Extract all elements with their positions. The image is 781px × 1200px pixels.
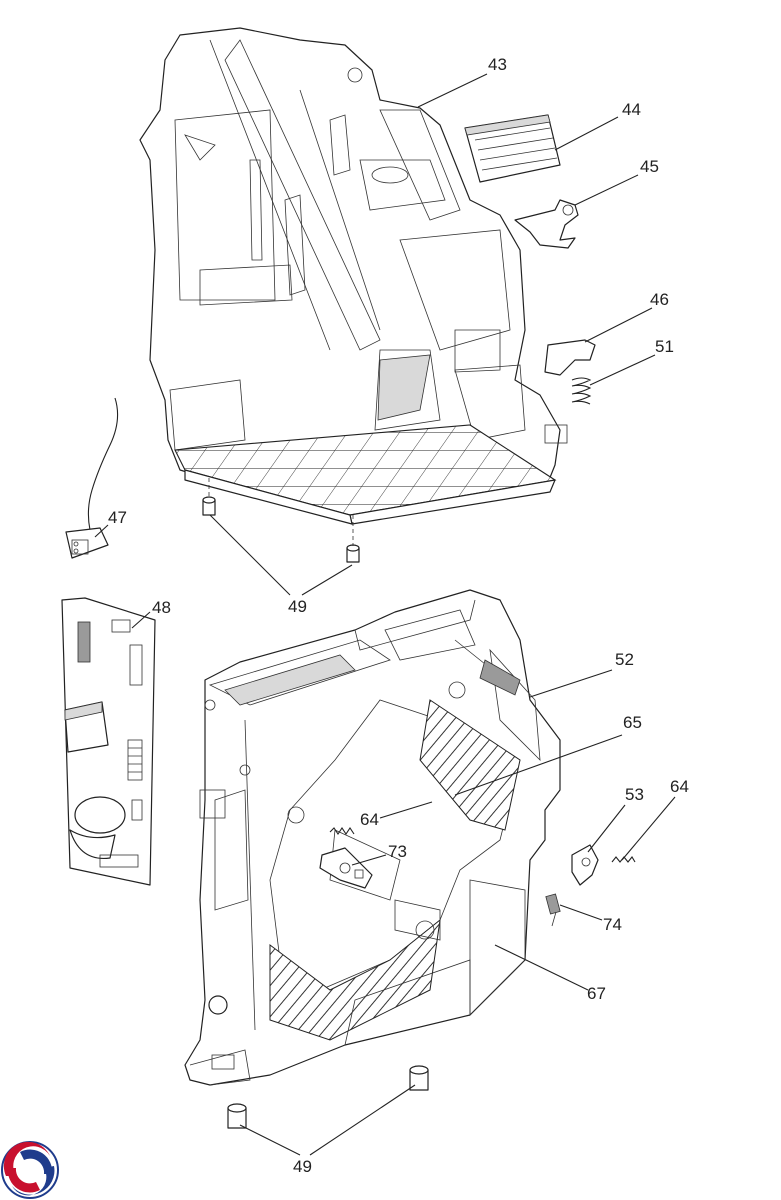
screw-part-74 — [545, 893, 561, 927]
foot-parts-49-bottom — [227, 1065, 429, 1129]
lever-part-45 — [514, 199, 579, 249]
callout-73: 73 — [388, 842, 407, 861]
bracket-part-73 — [319, 847, 373, 889]
callout-51: 51 — [655, 337, 674, 356]
callout-49-top: 49 — [288, 597, 307, 616]
callout-43: 43 — [488, 55, 507, 74]
callout-46: 46 — [650, 290, 669, 309]
sensor-part-47 — [65, 397, 119, 559]
latch-part-53 — [571, 844, 599, 886]
callout-67: 67 — [587, 984, 606, 1003]
callout-47: 47 — [108, 508, 127, 527]
foot-parts-49-top — [202, 478, 360, 563]
callout-64-right: 64 — [670, 777, 689, 796]
callout-52: 52 — [615, 650, 634, 669]
bracket-part-46 — [544, 339, 596, 376]
callout-44: 44 — [622, 100, 641, 119]
callout-74: 74 — [603, 915, 622, 934]
upper-housing-43 — [139, 27, 568, 525]
callout-65: 65 — [623, 713, 642, 732]
lower-frame-67 — [184, 589, 561, 1086]
callout-48: 48 — [152, 598, 171, 617]
callout-64-left: 64 — [360, 810, 379, 829]
callout-45: 45 — [640, 157, 659, 176]
spring-part-51 — [571, 377, 592, 405]
brand-swirl-logo — [1, 1141, 59, 1199]
spring-part-64-left — [329, 827, 355, 835]
circuit-board-part-48 — [61, 597, 156, 886]
cover-part-44 — [464, 114, 561, 183]
callout-49-bottom: 49 — [293, 1157, 312, 1176]
callout-53: 53 — [625, 785, 644, 804]
leader-lines — [94, 73, 676, 1156]
